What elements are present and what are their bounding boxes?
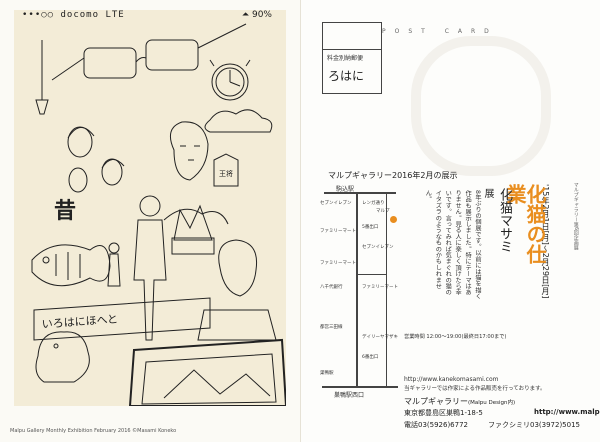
map-label: ファミリーマート	[320, 229, 356, 234]
gallery-website: http://www.malpu.com	[534, 408, 600, 416]
map-label-gallery: マルプ	[376, 209, 390, 214]
map-label: ファミリーマート	[362, 285, 398, 290]
gallery-pin-icon	[390, 216, 397, 223]
gallery-fax: ファクシミリ03(3972)5015	[488, 421, 580, 429]
artist-name-text: 化猫マサミ	[497, 188, 512, 253]
stamp-top	[323, 23, 381, 50]
map-label: 都営三田線	[320, 325, 343, 330]
intro-text: 8年ぶりの個展です。以前には猫を描く作品も展示しました。特にテーマはありません。…	[424, 190, 481, 300]
gallery-name-row: マルプギャラリー(Malpu Design内)	[404, 396, 515, 407]
artist-suffix: 展	[482, 188, 493, 198]
wall-clock	[211, 63, 249, 101]
map-label: 八千代銀行	[320, 285, 343, 290]
gallery-sub: (Malpu Design内)	[468, 400, 516, 406]
gallery-address: 東京都豊島区巣鴨1-18-5	[404, 409, 483, 417]
map-station-bottom: 巣鴨駅西口	[334, 392, 365, 399]
standing-man-head	[139, 195, 161, 217]
hours-text: 営業時間 12:00～19:00(最終日17:00まで)	[404, 334, 507, 340]
map-label: デイリーヤマザキ	[362, 335, 398, 340]
glasses-right-lens	[145, 39, 199, 71]
post-card-label: POST CARD	[382, 28, 498, 35]
map-label: 5番出口	[362, 225, 379, 230]
glasses-left-lens	[83, 47, 137, 79]
tablet-frame	[128, 338, 286, 406]
bottom-caption: Malpu Gallery Monthly Exhibition Februar…	[10, 428, 177, 434]
kanji-old: 昔	[54, 198, 76, 224]
signboard-text: いろはにほへと	[41, 313, 118, 331]
map-label: 巣鴨駅	[320, 371, 334, 376]
notice-text: 当ギャラリーでは作家による作品販売を行っております。	[404, 386, 546, 392]
stamp-kana: ろはに	[328, 69, 365, 83]
stamp-box: 料金別納郵便 ろはに	[322, 22, 382, 94]
postcard-front: 昔 王将 いろはにほへと •••○○ docomo LTE ⏶ 90% Malp…	[10, 10, 286, 434]
watermark-circle	[411, 36, 551, 176]
postcard-back	[300, 0, 600, 442]
man-face	[169, 121, 209, 181]
signboard	[33, 297, 211, 341]
map-label: セブンイレブン	[362, 245, 394, 250]
shogi-text: 王将	[219, 169, 233, 178]
artist-name: 化猫マサミ展	[480, 188, 514, 258]
phone-status-bar: •••○○ docomo LTE	[22, 10, 125, 20]
battery-indicator: ⏶ 90%	[241, 10, 272, 20]
map-label: 6番出口	[362, 355, 379, 360]
exhibition-title: 化猫の仕業	[503, 184, 547, 264]
illustration-drawing: 昔 王将 いろはにほへと	[31, 23, 286, 406]
stamp-label: 料金別納郵便	[327, 55, 364, 62]
gallery-name: マルプギャラリー	[404, 397, 468, 406]
dates-small: マルプギャラリー第6回企画展	[572, 182, 579, 251]
exhibition-dates: '15年2月1日[月]～2月29日[月]	[541, 184, 550, 299]
fish-drawing	[31, 244, 111, 287]
exhibition-header: マルプギャラリー2016年2月の展示	[328, 171, 458, 180]
map-station-top: 駒込駅	[336, 186, 355, 193]
shogi-piece	[213, 153, 239, 187]
map-label: セブンイレブン	[320, 201, 352, 206]
gallery-phone: 電話03(5926)6772	[404, 421, 468, 429]
dog-figure	[35, 331, 90, 383]
map-label: ファミリーマート	[320, 261, 356, 266]
ink-illustration: 昔 王将 いろはにほへと	[14, 10, 286, 406]
map-label: レンガ通り	[362, 201, 385, 206]
artist-url: http://www.kanekomasami.com	[404, 376, 499, 383]
access-map: 駒込駅 巣鴨駅西口 セブンイレブン レンガ通り ファミリーマート ファミリーマー…	[316, 184, 400, 399]
